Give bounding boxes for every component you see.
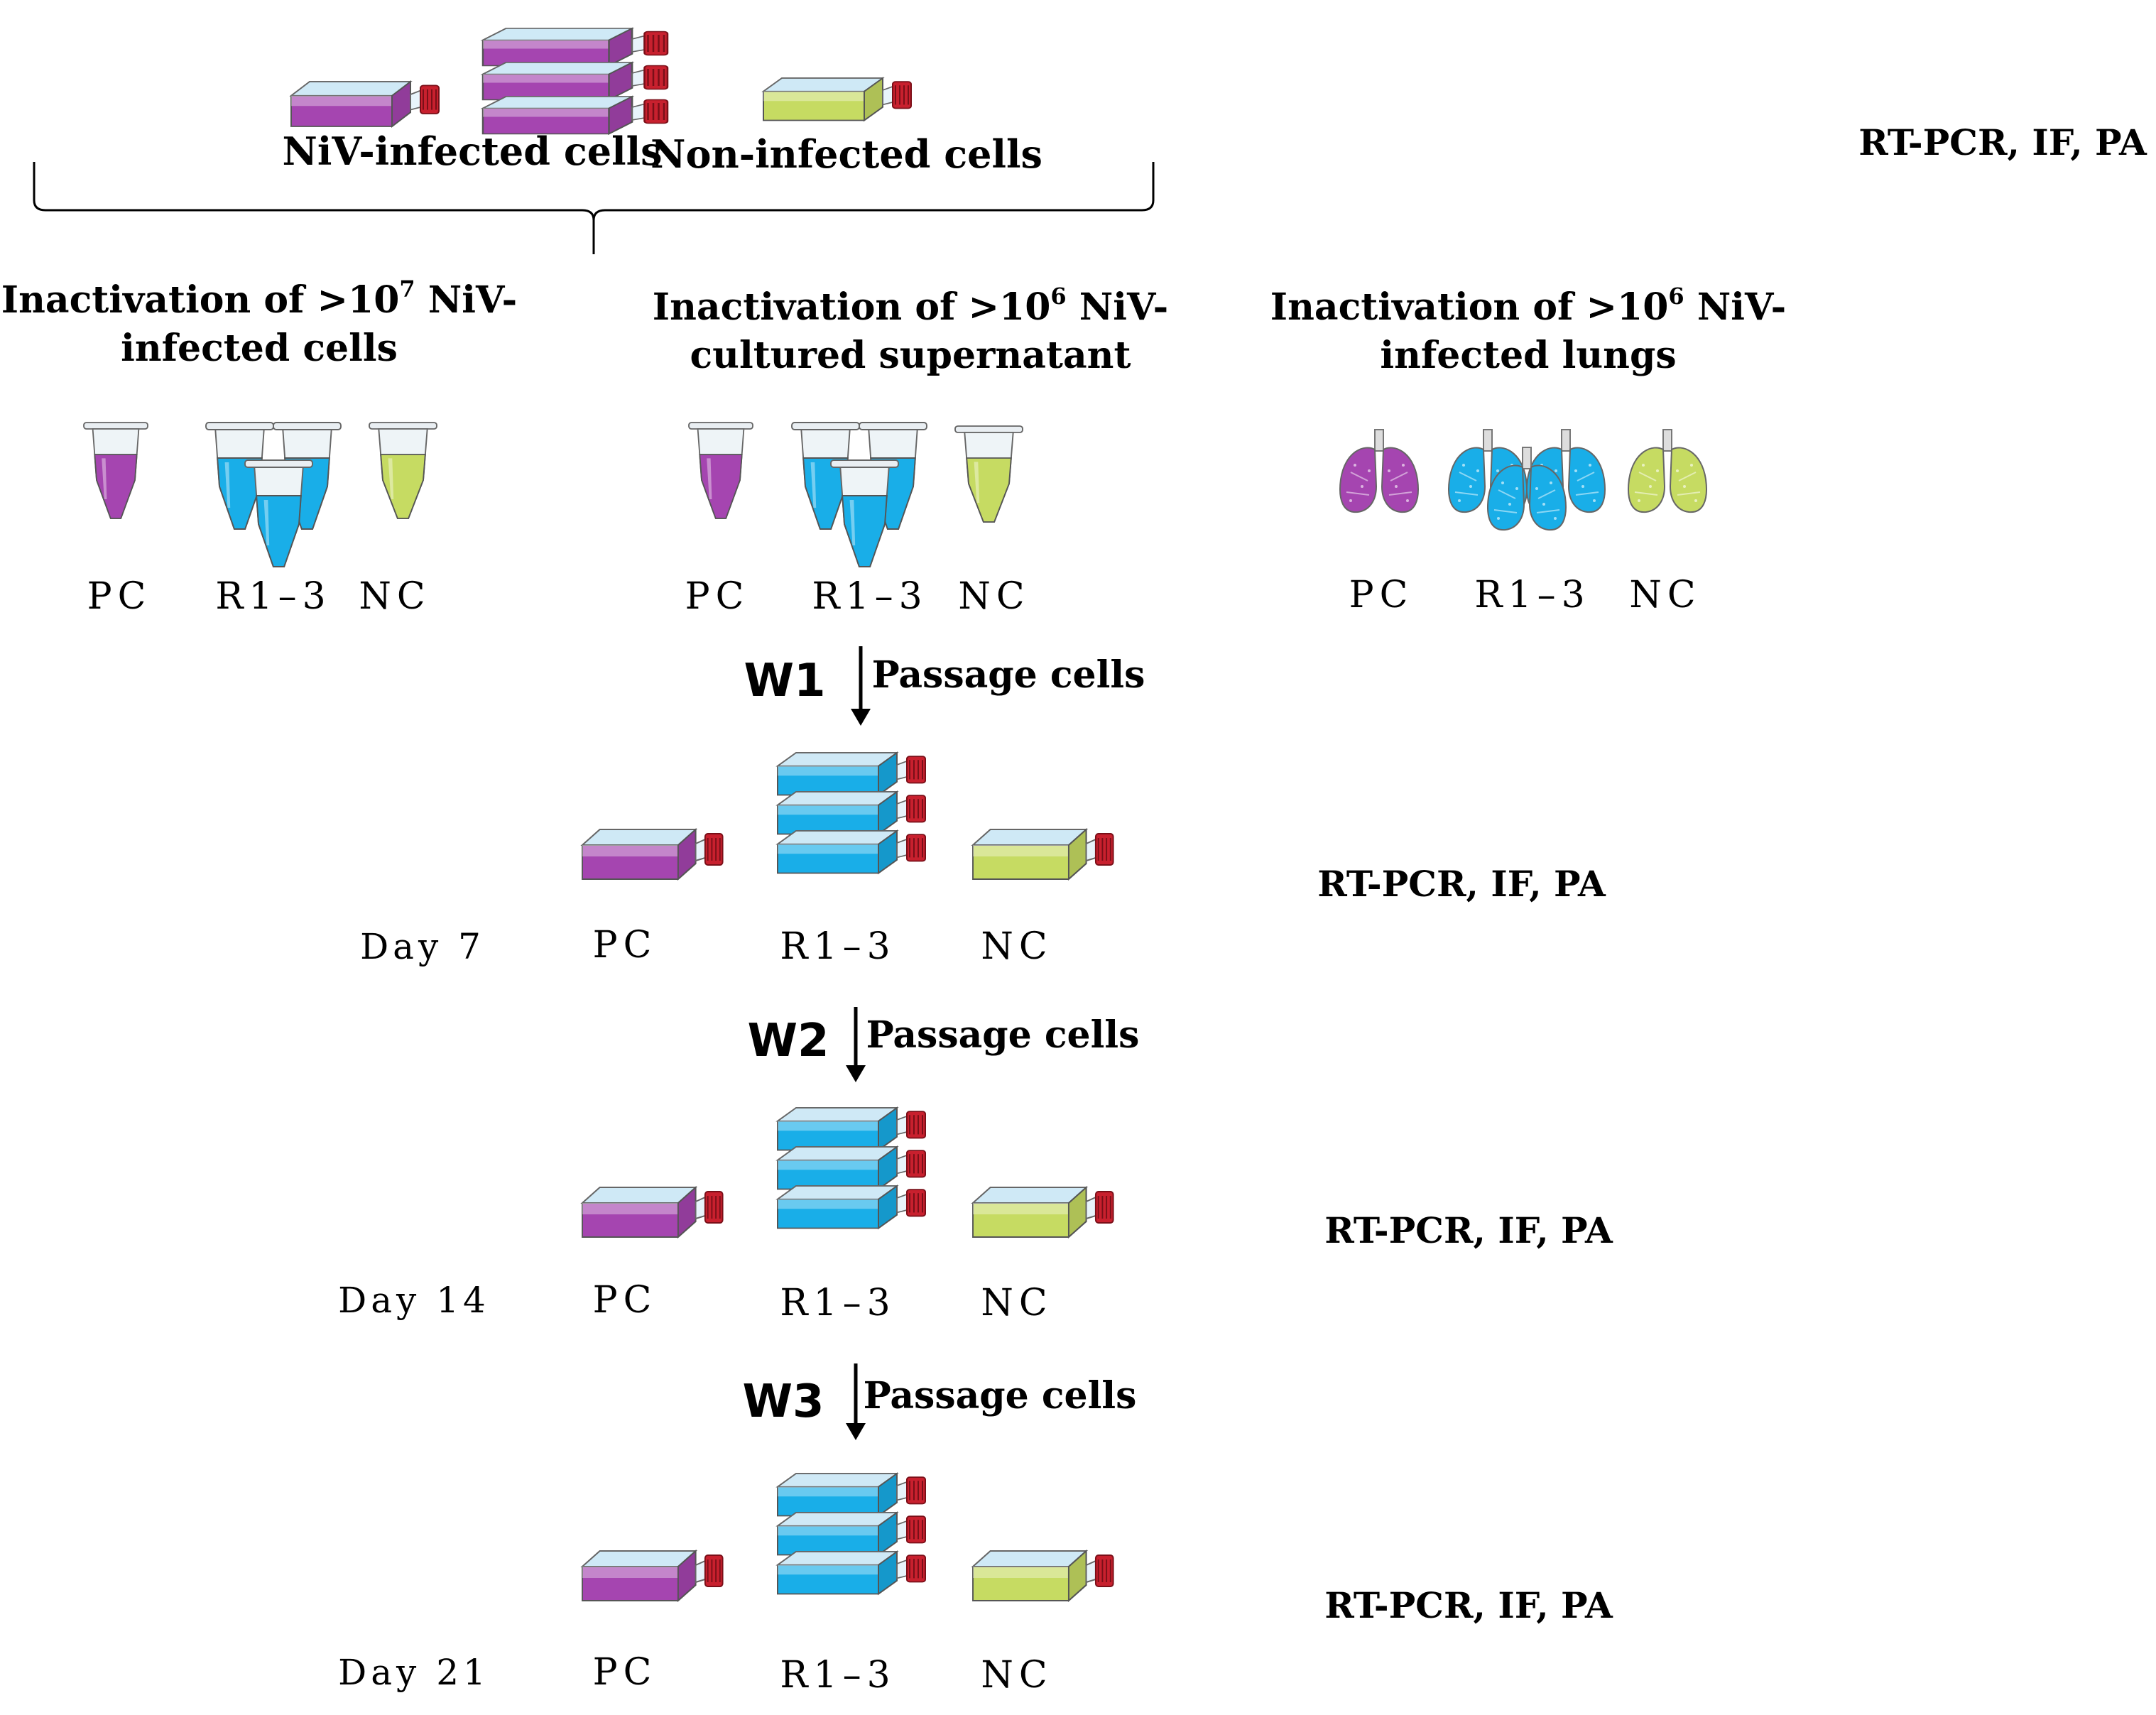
label-nc-lungs: NC <box>1629 574 1701 616</box>
label-nc-supernatant: NC <box>958 575 1030 618</box>
flask-pc-w1 <box>582 829 724 880</box>
label-pc-w3: PC <box>593 1651 658 1694</box>
tube-pc-cells <box>83 422 148 519</box>
week-label-w3: W3 <box>742 1376 824 1428</box>
assay-w1: RT-PCR, IF, PA <box>1317 863 1606 905</box>
niv-infected-label: NiV-infected cells <box>282 129 662 174</box>
flask-pc-w3 <box>582 1550 724 1601</box>
grouping-brace <box>33 162 1155 254</box>
non-infected-label: Non-infected cells <box>650 131 1042 177</box>
flask-stack-r-w1 <box>777 752 926 874</box>
day-label-w3: Day 21 <box>338 1652 490 1693</box>
day-label-w2: Day 14 <box>338 1280 490 1321</box>
heading-supernatant-line2: cultured supernatant <box>690 334 1131 377</box>
non-infected-flask <box>763 77 912 121</box>
assay-w2: RT-PCR, IF, PA <box>1324 1209 1613 1251</box>
tube-nc-cells <box>369 422 437 519</box>
week-label-w2: W2 <box>747 1015 829 1067</box>
label-r-w2: R1–3 <box>780 1282 895 1324</box>
heading-cells-line1: Inactivation of >107 NiV- <box>1 276 517 322</box>
label-r-w3: R1–3 <box>780 1654 895 1697</box>
heading-lungs-line2: infected lungs <box>1380 334 1676 377</box>
arrow-w2 <box>846 1007 866 1082</box>
label-pc-w1: PC <box>593 924 658 967</box>
flask-nc-w2 <box>972 1187 1114 1238</box>
label-r-cells: R1–3 <box>215 575 331 618</box>
flask-stack-r-w2 <box>777 1107 926 1229</box>
passage-label-w1: Passage cells <box>872 653 1145 697</box>
passage-label-w3: Passage cells <box>864 1374 1137 1417</box>
assay-top: RT-PCR, IF, PA <box>1858 121 2147 163</box>
tube-pc-supernatant <box>688 422 753 519</box>
label-r-lungs: R1–3 <box>1474 574 1590 616</box>
label-nc-w2: NC <box>981 1282 1052 1324</box>
day-label-w1: Day 7 <box>360 926 485 967</box>
label-pc-w2: PC <box>593 1279 658 1322</box>
flask-pc-w2 <box>582 1187 724 1238</box>
passage-label-w2: Passage cells <box>866 1013 1140 1057</box>
niv-infected-flask-single <box>290 81 440 127</box>
label-r-w1: R1–3 <box>780 925 895 968</box>
week-label-w1: W1 <box>744 655 825 707</box>
heading-cells-line2: infected cells <box>121 327 398 370</box>
arrow-w1 <box>851 646 871 726</box>
lung-nc <box>1628 429 1707 513</box>
assay-w3: RT-PCR, IF, PA <box>1324 1584 1613 1626</box>
tube-nc-supernatant <box>954 425 1023 523</box>
label-pc-supernatant: PC <box>685 575 750 618</box>
flask-nc-w3 <box>972 1550 1114 1601</box>
flask-nc-w1 <box>972 829 1114 880</box>
label-nc-w1: NC <box>981 925 1052 968</box>
label-pc-cells: PC <box>87 575 152 618</box>
lung-pc <box>1339 429 1419 513</box>
label-nc-w3: NC <box>981 1654 1052 1697</box>
label-r-supernatant: R1–3 <box>812 575 927 618</box>
label-nc-cells: NC <box>359 575 430 618</box>
niv-infected-flask-stack <box>481 27 669 135</box>
heading-supernatant-line1: Inactivation of >106 NiV- <box>653 283 1168 329</box>
heading-lungs-line1: Inactivation of >106 NiV- <box>1270 283 1786 329</box>
label-pc-lungs: PC <box>1349 574 1414 616</box>
flask-stack-r-w3 <box>777 1473 926 1595</box>
arrow-w3 <box>846 1363 866 1440</box>
